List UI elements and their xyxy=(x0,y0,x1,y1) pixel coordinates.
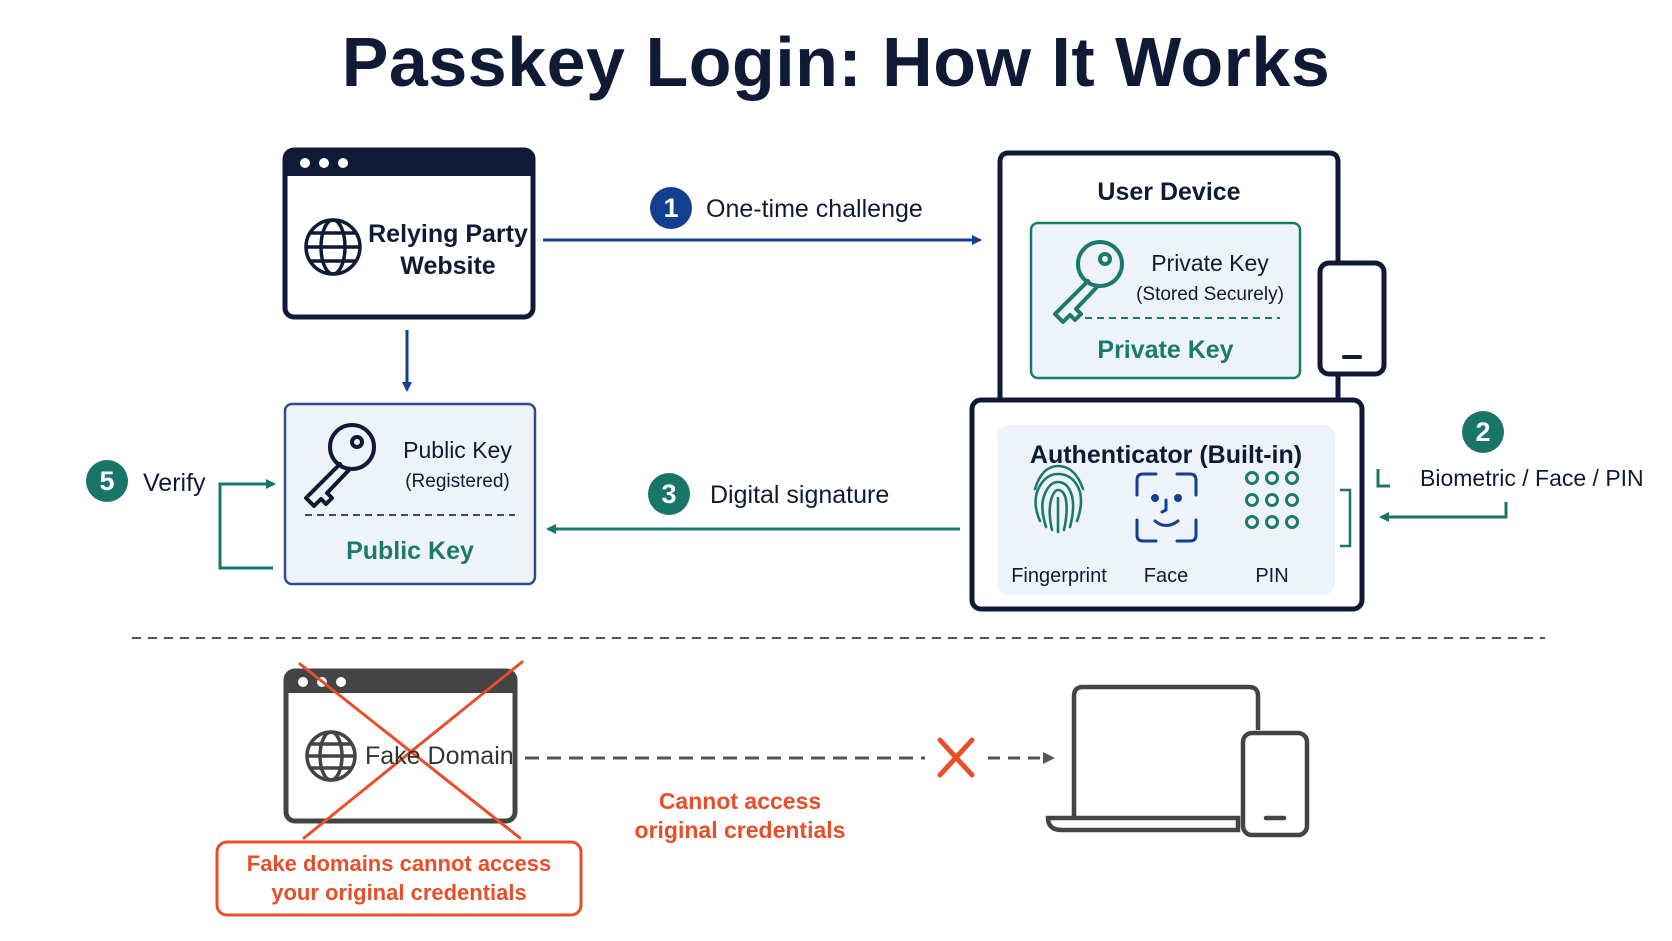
face-label: Face xyxy=(1143,565,1189,587)
step-5-badge: 5 xyxy=(86,460,128,502)
block-cross-icon xyxy=(298,660,524,840)
public-key-title-line2: (Registered) xyxy=(405,471,510,492)
step-1-badge: 1 xyxy=(650,187,692,229)
pin-pad-icon xyxy=(1245,471,1299,529)
authenticator-title: Authenticator (Built-in) xyxy=(1029,441,1303,469)
public-key-footer: Public Key xyxy=(346,537,474,565)
blocked-line1: Cannot access xyxy=(658,788,822,814)
step-2-badge: 2 xyxy=(1462,411,1504,453)
step-3-label: Digital signature xyxy=(710,481,890,509)
public-key-icon xyxy=(304,423,376,508)
step-2-label: Biometric / Face / PIN xyxy=(1420,465,1644,491)
warning-line2: your original credentials xyxy=(271,880,527,905)
relying-party-label: Relying Party Website xyxy=(368,218,528,282)
warning-line1: Fake domains cannot access xyxy=(246,851,552,876)
relying-party-line2: Website xyxy=(400,252,496,280)
blocked-line2: original credentials xyxy=(634,817,846,843)
step-3-badge: 3 xyxy=(648,473,690,515)
verify-loop-arrow xyxy=(218,479,276,570)
warning-box xyxy=(215,840,583,917)
public-key-card xyxy=(283,402,537,586)
private-key-footer: Private Key xyxy=(1097,336,1234,364)
warning-box-text: Fake domains cannot access your original… xyxy=(217,849,581,907)
private-key-title-line1: Private Key xyxy=(1151,250,1269,276)
fingerprint-icon xyxy=(1033,464,1085,534)
private-key-icon xyxy=(1053,240,1124,324)
fake-globe-icon xyxy=(305,730,357,782)
face-scan-icon xyxy=(1135,472,1198,543)
public-key-title: Public Key (Registered) xyxy=(385,435,530,497)
fingerprint-label: Fingerprint xyxy=(1011,565,1107,587)
blocked-access-text: Cannot access original credentials xyxy=(600,787,880,845)
step-1-label: One-time challenge xyxy=(706,195,923,223)
pin-label: PIN xyxy=(1255,565,1289,587)
private-key-card xyxy=(1029,221,1302,380)
page-title: Passkey Login: How It Works xyxy=(341,23,1331,101)
relying-party-line1: Relying Party xyxy=(368,220,528,248)
user-device-title: User Device xyxy=(1097,178,1241,206)
public-key-title-line1: Public Key xyxy=(403,437,512,463)
relying-party-window xyxy=(282,147,536,320)
phone-icon xyxy=(1317,260,1387,377)
private-key-title: Private Key (Stored Securely) xyxy=(1125,248,1295,310)
step-5-label: Verify xyxy=(143,469,206,497)
fake-domain-label: Fake Domain xyxy=(365,742,514,770)
fake-domain-window xyxy=(283,668,518,824)
blocked-x-icon xyxy=(937,737,975,778)
original-device-icon xyxy=(1045,684,1310,838)
biometric-arrow xyxy=(1376,469,1508,519)
globe-icon xyxy=(304,218,362,276)
private-key-title-line2: (Stored Securely) xyxy=(1136,284,1284,305)
